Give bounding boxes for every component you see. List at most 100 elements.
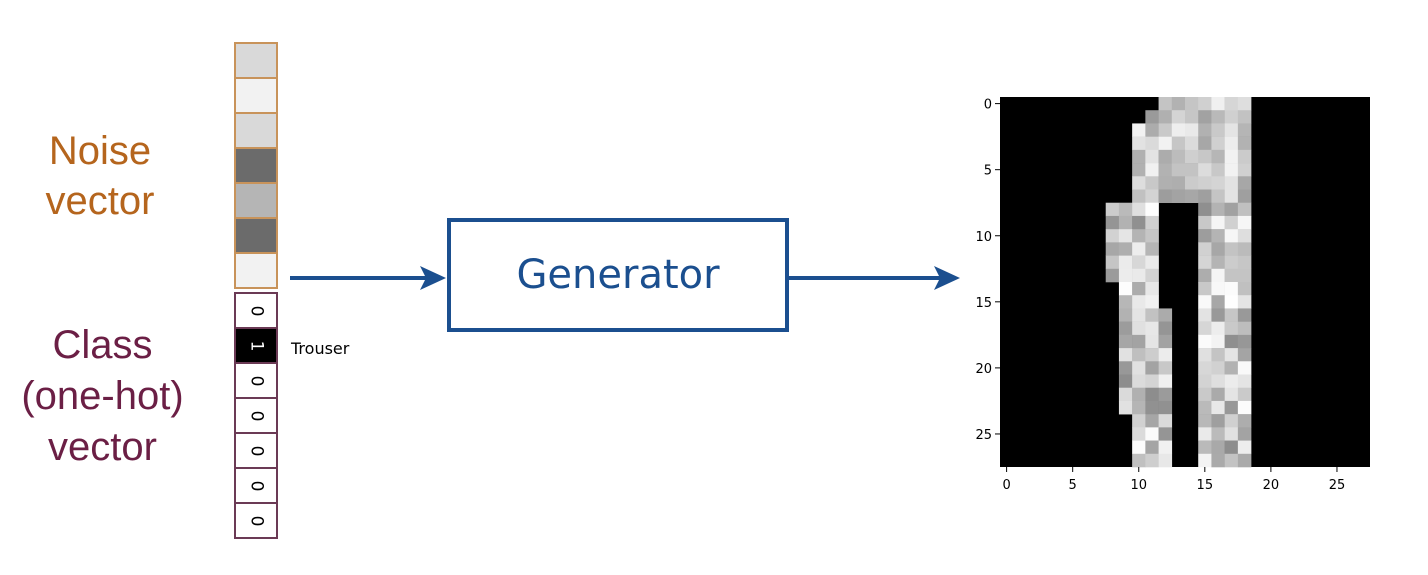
image-pixel [1224, 282, 1239, 296]
image-pixel [1237, 215, 1252, 230]
image-pixel [1185, 110, 1199, 124]
image-pixel [1171, 123, 1186, 137]
noise-cell [236, 44, 276, 79]
image-pixel [1145, 268, 1159, 283]
image-pixel [1224, 229, 1239, 243]
image-pixel [1211, 334, 1225, 349]
image-pixel [1145, 400, 1159, 415]
image-pixel [1158, 348, 1173, 362]
image-pixel [1224, 374, 1239, 389]
image-pixel [1185, 123, 1199, 137]
one-hot-cell: 0 [236, 469, 276, 504]
x-tick-label: 5 [1069, 478, 1077, 493]
image-pixel [1105, 255, 1120, 270]
noise-cell [236, 184, 276, 219]
noise-label-line-2: vector [45, 179, 155, 223]
image-pixel [1118, 242, 1133, 256]
image-pixel [1198, 149, 1212, 164]
image-pixel [1145, 229, 1159, 243]
image-pixel [1158, 427, 1173, 441]
image-pixel [1237, 242, 1252, 256]
image-pixel [1224, 189, 1239, 204]
image-pixel [1224, 110, 1239, 124]
image-pixel [1237, 361, 1252, 375]
image-pixel [1211, 414, 1225, 428]
image-pixel [1211, 136, 1225, 151]
image-pixel [1145, 149, 1159, 164]
image-pixel [1145, 348, 1159, 362]
image-pixel [1132, 242, 1146, 256]
image-pixel [1158, 149, 1173, 164]
image-pixel [1171, 163, 1186, 177]
image-pixel [1132, 427, 1146, 441]
image-pixel [1211, 123, 1225, 137]
image-pixel [1145, 110, 1159, 124]
image-pixel [1158, 189, 1173, 204]
image-pixel [1145, 255, 1159, 270]
image-pixel [1132, 321, 1146, 336]
image-pixel [1145, 427, 1159, 441]
image-pixel [1211, 308, 1225, 322]
image-pixel [1224, 387, 1239, 402]
image-pixel [1132, 176, 1146, 190]
image-pixel [1211, 202, 1225, 217]
image-pixel [1145, 414, 1159, 428]
generator-label: Generator [516, 252, 720, 298]
image-pixel [1145, 136, 1159, 151]
image-pixel [1211, 427, 1225, 441]
image-pixel [1224, 136, 1239, 151]
image-pixel [1171, 97, 1186, 111]
noise-cell [236, 79, 276, 114]
image-pixel [1198, 414, 1212, 428]
image-pixel [1198, 123, 1212, 137]
image-pixel [1211, 361, 1225, 375]
image-pixel [1237, 387, 1252, 402]
image-pixel [1198, 308, 1212, 322]
image-pixel [1198, 229, 1212, 243]
image-pixel [1132, 453, 1146, 468]
image-pixel [1171, 176, 1186, 190]
image-pixel [1132, 334, 1146, 349]
image-pixel [1224, 295, 1239, 309]
image-pixel [1224, 361, 1239, 375]
image-pixel [1132, 123, 1146, 137]
image-pixel [1224, 97, 1239, 111]
generator-box: Generator [447, 218, 789, 332]
image-pixel [1118, 255, 1133, 270]
image-pixel [1132, 295, 1146, 309]
image-pixel [1198, 189, 1212, 204]
image-pixel [1198, 176, 1212, 190]
image-pixel [1171, 110, 1186, 124]
one-hot-cell: 0 [236, 399, 276, 434]
image-pixel [1118, 295, 1133, 309]
image-pixel [1145, 242, 1159, 256]
image-pixel [1211, 255, 1225, 270]
image-pixel [1237, 427, 1252, 441]
image-pixel [1118, 202, 1133, 217]
image-pixel [1158, 321, 1173, 336]
noise-vector-label: Noise vector [0, 126, 200, 226]
image-pixel [1118, 308, 1133, 322]
image-pixel [1198, 334, 1212, 349]
image-pixel [1158, 176, 1173, 190]
image-pixel [1145, 202, 1159, 217]
image-pixel [1145, 440, 1159, 455]
image-pixel [1224, 176, 1239, 190]
image-pixel [1237, 400, 1252, 415]
image-pixel [1158, 308, 1173, 322]
one-hot-cell: 0 [236, 434, 276, 469]
y-tick-label: 25 [975, 428, 992, 443]
image-pixel [1145, 163, 1159, 177]
image-pixel [1198, 163, 1212, 177]
image-pixel [1171, 149, 1186, 164]
image-pixel [1118, 361, 1133, 375]
image-pixel [1237, 123, 1252, 137]
image-pixel [1224, 202, 1239, 217]
image-pixel [1237, 229, 1252, 243]
y-tick-label: 5 [984, 164, 992, 179]
image-pixel [1224, 255, 1239, 270]
image-pixel [1211, 97, 1225, 111]
image-pixel [1132, 414, 1146, 428]
